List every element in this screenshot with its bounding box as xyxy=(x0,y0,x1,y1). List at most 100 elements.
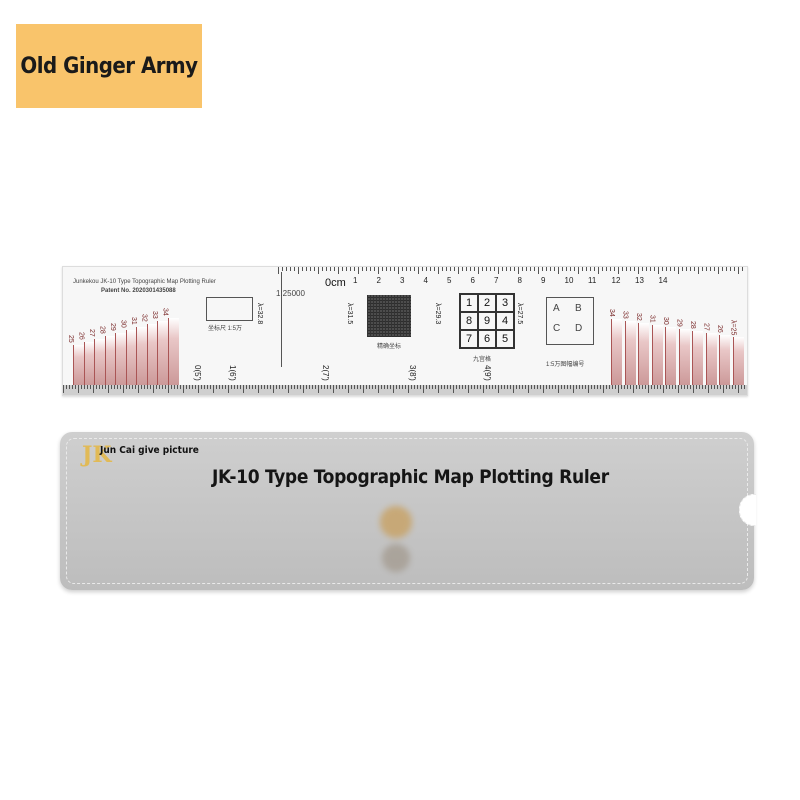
tick xyxy=(168,385,169,393)
tick xyxy=(378,267,379,274)
tick xyxy=(738,385,739,393)
red-scale xyxy=(146,324,158,385)
tick xyxy=(426,385,427,389)
tick xyxy=(420,385,421,389)
tick xyxy=(252,385,253,389)
cm-label: 9 xyxy=(541,276,546,285)
tick xyxy=(276,385,277,389)
tick xyxy=(630,267,631,271)
tick xyxy=(249,385,250,389)
grid-cell: 8 xyxy=(460,312,478,330)
tick xyxy=(561,385,562,389)
red-scale xyxy=(705,333,717,385)
tick xyxy=(492,385,493,389)
red-scale-label: 27 xyxy=(88,329,95,337)
tick xyxy=(144,385,145,389)
red-scale-label: 33 xyxy=(151,311,158,319)
tick xyxy=(489,385,490,389)
tick xyxy=(423,385,424,393)
cm-label: 2 xyxy=(376,276,381,285)
tick xyxy=(192,385,193,389)
cm-label: 6 xyxy=(470,276,475,285)
lambda-label: λ=32.8 xyxy=(256,303,263,325)
segment-label: 0(5') xyxy=(193,365,202,381)
tick xyxy=(522,267,523,271)
tick xyxy=(711,385,712,389)
tick xyxy=(639,385,640,389)
tick xyxy=(378,385,379,393)
cm-label: 10 xyxy=(564,276,574,285)
tick xyxy=(405,385,406,389)
tick xyxy=(558,385,559,393)
ruler-title: Junkekou JK-10 Type Topographic Map Plot… xyxy=(73,279,216,285)
tick xyxy=(567,385,568,389)
tick xyxy=(657,385,658,389)
tick xyxy=(294,267,295,271)
tick xyxy=(450,385,451,389)
tick xyxy=(326,267,327,271)
tick xyxy=(622,267,623,271)
tick xyxy=(102,385,103,389)
grid-cell: 7 xyxy=(460,330,478,348)
tick xyxy=(108,385,109,393)
tick xyxy=(543,385,544,393)
tick xyxy=(606,385,607,389)
product-title: JK-10 Type Topographic Map Plotting Rule… xyxy=(212,466,609,488)
tick xyxy=(358,267,359,274)
tick xyxy=(621,385,622,389)
tick xyxy=(375,385,376,389)
tick xyxy=(374,267,375,271)
tick xyxy=(654,267,655,271)
grid-cell: 5 xyxy=(496,330,514,348)
tick xyxy=(528,385,529,393)
red-scale-label: 28 xyxy=(689,321,696,329)
red-scale-label: 31 xyxy=(648,315,656,323)
tick xyxy=(633,385,634,393)
red-scale xyxy=(167,318,179,385)
tick xyxy=(278,267,279,274)
tick xyxy=(156,385,157,389)
tick xyxy=(726,267,727,271)
tick xyxy=(354,385,355,389)
segment-label: 1(6') xyxy=(228,365,237,381)
tick xyxy=(231,385,232,389)
tick xyxy=(240,385,241,389)
tick xyxy=(684,385,685,389)
tick xyxy=(285,385,286,389)
cm-label: 1 xyxy=(353,276,358,285)
tick xyxy=(111,385,112,389)
grid-cell: 6 xyxy=(478,330,496,348)
tick xyxy=(660,385,661,389)
tick xyxy=(394,267,395,271)
red-scale-label: 33 xyxy=(621,311,629,319)
red-scale xyxy=(678,329,690,385)
tick xyxy=(207,385,208,389)
tick xyxy=(663,385,664,393)
segment-label: 2(7') xyxy=(321,365,330,381)
tick xyxy=(334,267,335,271)
tick xyxy=(646,267,647,271)
tick xyxy=(474,385,475,389)
tick xyxy=(552,385,553,389)
red-scale xyxy=(719,335,730,385)
tick xyxy=(75,385,76,389)
tick xyxy=(369,385,370,389)
tick xyxy=(588,385,589,393)
tick xyxy=(318,267,319,274)
tick xyxy=(204,385,205,389)
tick xyxy=(570,267,571,271)
tick xyxy=(438,385,439,393)
tick xyxy=(718,267,719,274)
red-scale-label: 27 xyxy=(702,323,710,331)
tick xyxy=(386,267,387,271)
tick xyxy=(345,385,346,389)
tick xyxy=(554,267,555,271)
tick xyxy=(387,385,388,389)
tick xyxy=(494,267,495,271)
tick xyxy=(687,385,688,389)
red-scale xyxy=(692,331,703,385)
red-scale-label: 29 xyxy=(675,319,683,327)
tick xyxy=(330,385,331,389)
red-scale xyxy=(94,339,105,385)
